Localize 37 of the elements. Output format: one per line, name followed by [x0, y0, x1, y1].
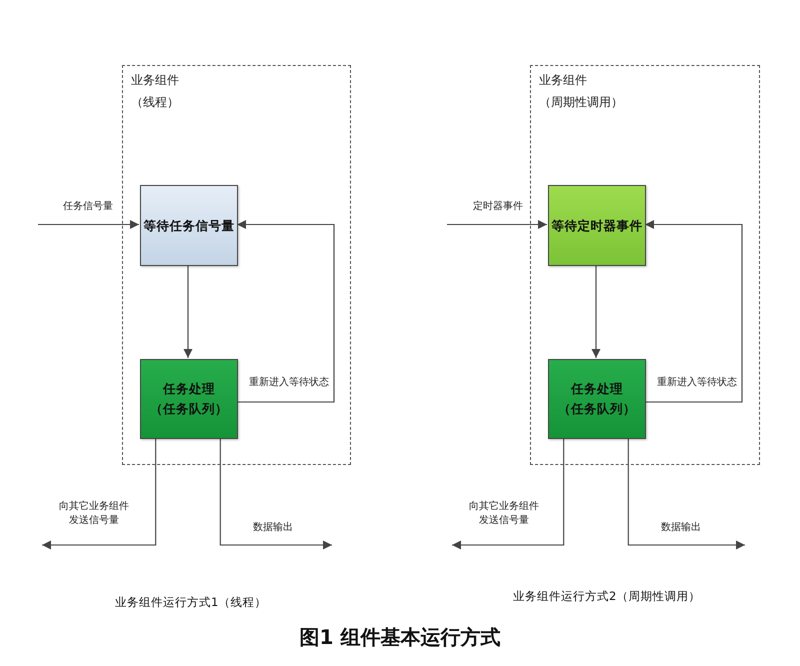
figure-caption: 图1 组件基本运行方式	[298, 624, 502, 651]
arrow	[628, 438, 745, 550]
box-text: 任务处理	[163, 380, 215, 398]
group-heading: 业务组件	[131, 72, 179, 89]
edge-label: 数据输出	[660, 521, 702, 534]
group-heading: （线程）	[131, 94, 179, 111]
arrow	[592, 265, 600, 358]
box-text: 等待定时器事件	[552, 216, 642, 234]
arrow	[447, 220, 547, 229]
edge-label: 重新进入等待状态	[248, 376, 330, 390]
arrow	[452, 438, 564, 550]
box-text: （任务队列）	[558, 400, 636, 418]
sub-caption: 业务组件运行方式1（线程）	[115, 595, 266, 610]
edge-label: 任务信号量	[62, 200, 114, 214]
edge-label: 定时器事件	[472, 200, 524, 214]
arrow	[645, 220, 743, 403]
process-box	[140, 359, 238, 439]
group-heading: （周期性调用）	[539, 94, 623, 111]
arrow	[42, 438, 156, 550]
edge-label: 向其它业务组件发送信号量	[468, 500, 540, 527]
edge-label: 向其它业务组件发送信号量	[58, 500, 130, 527]
process-box	[548, 185, 646, 266]
box-text: （任务队列）	[150, 400, 228, 418]
arrow	[184, 265, 192, 358]
process-box	[548, 359, 646, 439]
sub-caption: 业务组件运行方式2（周期性调用）	[513, 589, 700, 604]
dashed-group-frame	[530, 65, 760, 465]
process-box	[140, 185, 238, 266]
box-text: 等待任务信号量	[144, 216, 234, 234]
edge-label: 数据输出	[252, 521, 294, 534]
group-heading: 业务组件	[539, 72, 587, 89]
edge-label: 重新进入等待状态	[656, 376, 738, 390]
arrow	[38, 220, 139, 229]
dashed-group-frame	[122, 65, 351, 465]
box-text: 任务处理	[571, 380, 623, 398]
arrow	[220, 438, 332, 550]
arrow	[237, 220, 335, 403]
